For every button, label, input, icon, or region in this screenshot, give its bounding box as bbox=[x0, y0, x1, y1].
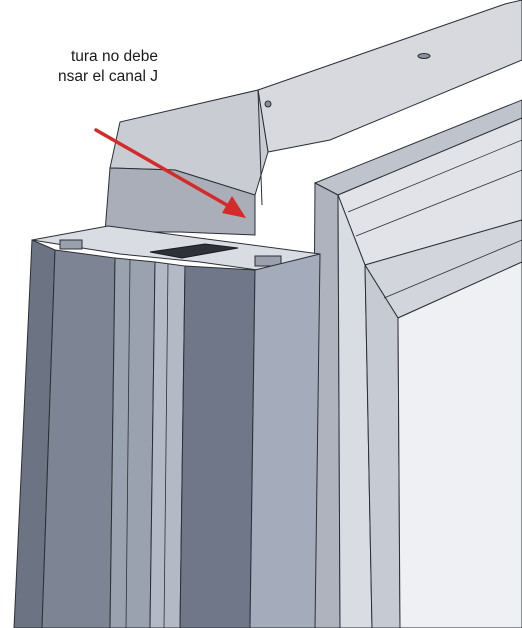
profile-top-pocket bbox=[149, 243, 239, 259]
frame-left-inner bbox=[364, 263, 401, 628]
frame-left-bevel bbox=[337, 194, 373, 628]
profile-top-detail bbox=[59, 239, 83, 250]
profile-outer-face bbox=[41, 249, 116, 628]
glass-panel bbox=[397, 261, 522, 628]
frame-detail-line bbox=[355, 169, 522, 237]
profile-detail-line bbox=[163, 263, 169, 628]
profile-channel bbox=[109, 257, 156, 628]
annotation-line-1: tura no debe bbox=[70, 48, 158, 65]
profile-outer-left bbox=[13, 239, 56, 628]
profile-channel-inner bbox=[149, 261, 186, 628]
profile-top-detail bbox=[254, 255, 282, 267]
indicator-arrow bbox=[94, 128, 246, 218]
frame-detail-line bbox=[383, 239, 522, 299]
mounting-slot bbox=[417, 53, 431, 59]
frame-detail-line bbox=[347, 139, 522, 213]
annotation-line-2: nsar el canal J bbox=[58, 68, 158, 85]
annotation-text: tura no debe nsar el canal J bbox=[0, 47, 158, 87]
plate-edge-line bbox=[257, 89, 263, 206]
profile-front-face bbox=[249, 253, 321, 628]
mounting-hole bbox=[264, 100, 272, 108]
profile-mid-face bbox=[179, 265, 256, 628]
profile-detail-line bbox=[125, 259, 131, 628]
